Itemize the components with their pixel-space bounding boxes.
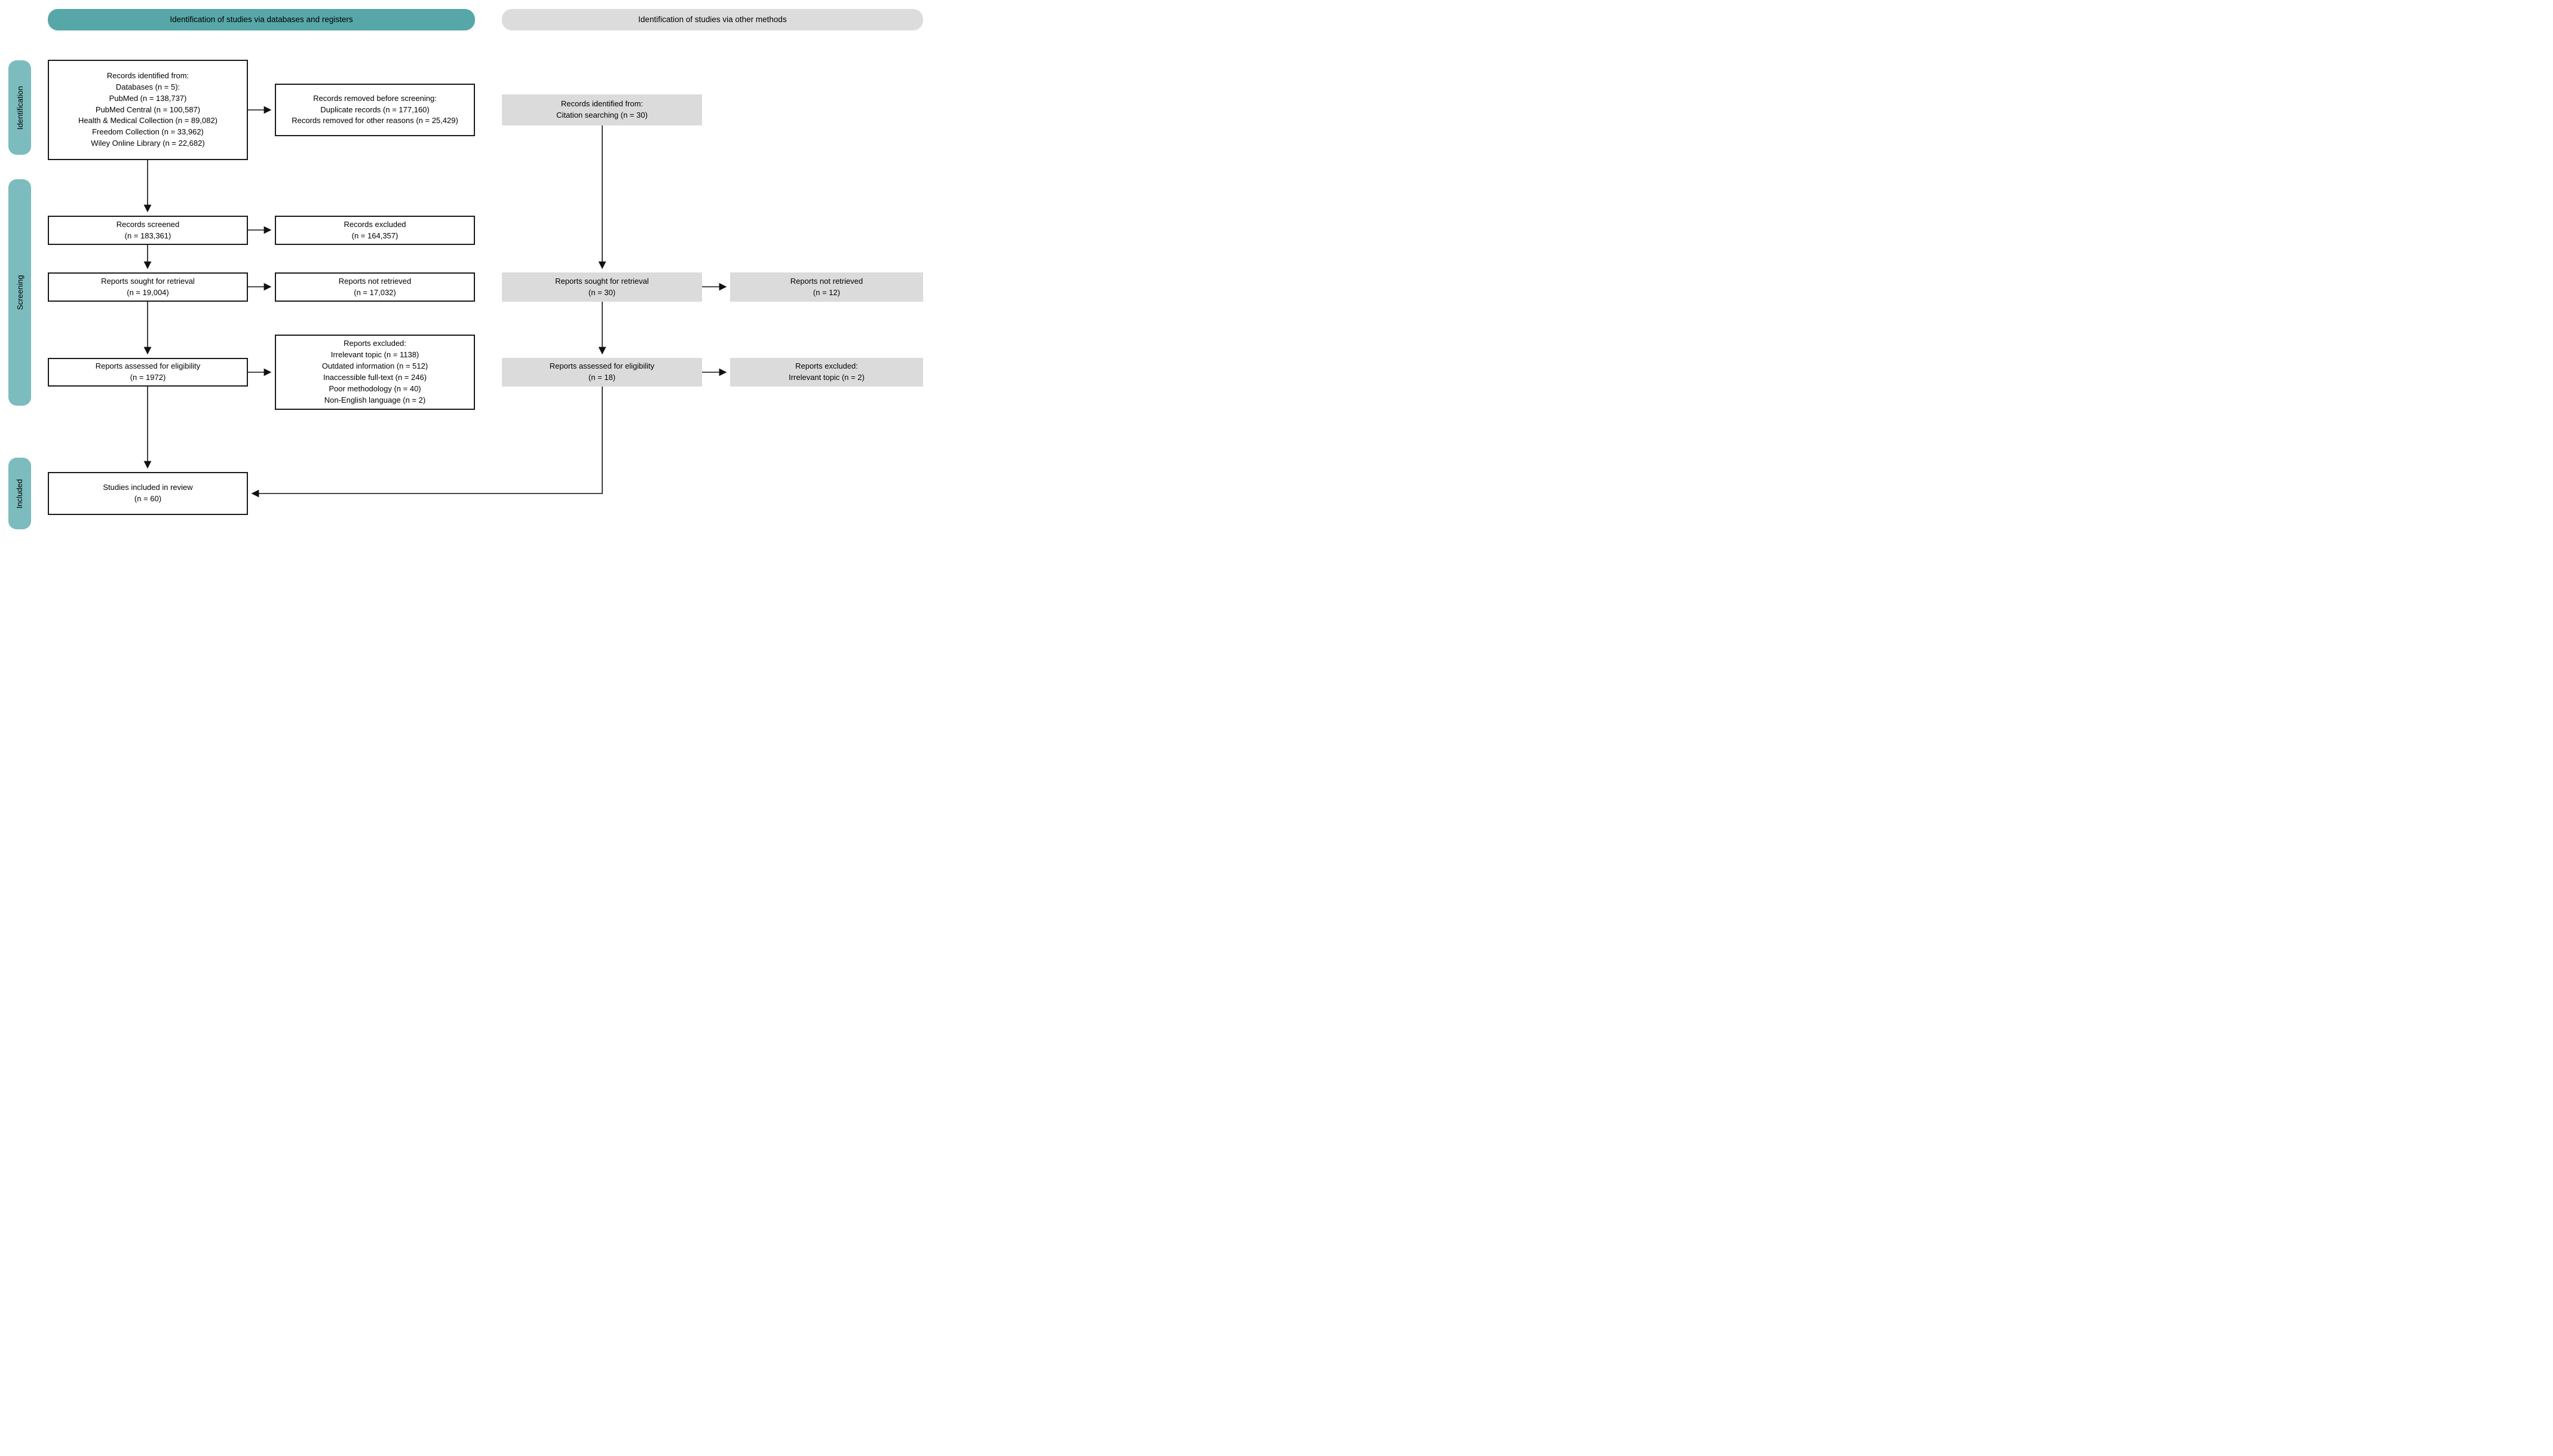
banner-databases-registers: Identification of studies via databases … bbox=[48, 9, 475, 30]
box-text-line: Duplicate records (n = 177,160) bbox=[320, 105, 430, 114]
box-text-line: Irrelevant topic (n = 2) bbox=[789, 373, 865, 382]
box-records-removed: Records removed before screening: Duplic… bbox=[275, 84, 475, 136]
box-text-line: Records excluded bbox=[344, 219, 406, 229]
box-text-line: (n = 1972) bbox=[130, 373, 166, 382]
stage-screening: Screening bbox=[8, 179, 31, 406]
box-text-line: (n = 12) bbox=[813, 287, 841, 297]
box-text-line: Irrelevant topic (n = 1138) bbox=[330, 350, 419, 360]
box-text-line: Reports not retrieved bbox=[790, 276, 863, 286]
box-citation-identified: Records identified from: Citation search… bbox=[502, 94, 702, 125]
box-text-line: Reports assessed for eligibility bbox=[95, 361, 201, 371]
box-text-line: Databases (n = 5): bbox=[115, 82, 180, 91]
stage-label: Screening bbox=[15, 275, 24, 310]
box-text-line: Health & Medical Collection (n = 89,082) bbox=[78, 116, 218, 125]
banner-label: Identification of studies via databases … bbox=[170, 14, 353, 24]
box-records-screened: Records screened (n = 183,361) bbox=[48, 216, 248, 245]
box-text-line: Reports sought for retrieval bbox=[555, 276, 649, 286]
box-text-line: PubMed Central (n = 100,587) bbox=[95, 105, 201, 114]
box-text-line: Poor methodology (n = 40) bbox=[329, 384, 421, 393]
box-reports-assessed-databases: Reports assessed for eligibility (n = 19… bbox=[48, 358, 248, 387]
box-text-line: (n = 17,032) bbox=[354, 287, 396, 297]
box-reports-not-retrieved-other: Reports not retrieved (n = 12) bbox=[730, 272, 923, 302]
box-text-line: (n = 18) bbox=[588, 373, 616, 382]
box-text-line: Reports excluded: bbox=[795, 361, 858, 371]
box-text-line: Records identified from: bbox=[106, 71, 189, 81]
stage-label: Included bbox=[15, 479, 24, 508]
box-text-line: (n = 183,361) bbox=[124, 231, 171, 240]
box-text-line: Studies included in review bbox=[103, 483, 193, 492]
box-studies-included: Studies included in review (n = 60) bbox=[48, 472, 248, 515]
banner-other-methods: Identification of studies via other meth… bbox=[502, 9, 923, 30]
box-text-line: Inaccessible full-text (n = 246) bbox=[323, 373, 427, 382]
box-reports-assessed-other: Reports assessed for eligibility (n = 18… bbox=[502, 358, 702, 387]
box-text-line: Records screened bbox=[116, 219, 180, 229]
box-text-line: (n = 60) bbox=[134, 494, 162, 503]
box-text-line: (n = 19,004) bbox=[127, 287, 169, 297]
box-reports-excluded-databases: Reports excluded: Irrelevant topic (n = … bbox=[275, 335, 475, 410]
box-text-line: Wiley Online Library (n = 22,682) bbox=[91, 139, 205, 148]
box-text-line: Reports sought for retrieval bbox=[101, 276, 195, 286]
box-text-line: (n = 164,357) bbox=[351, 231, 399, 240]
box-reports-sought-other: Reports sought for retrieval (n = 30) bbox=[502, 272, 702, 302]
box-text-line: Reports excluded: bbox=[344, 339, 406, 348]
box-reports-excluded-other: Reports excluded: Irrelevant topic (n = … bbox=[730, 358, 923, 387]
stage-identification: Identification bbox=[8, 60, 31, 155]
prisma-flow-diagram: Identification of studies via databases … bbox=[0, 0, 937, 534]
box-text-line: Outdated information (n = 512) bbox=[321, 361, 428, 371]
box-reports-not-retrieved-databases: Reports not retrieved (n = 17,032) bbox=[275, 272, 475, 302]
box-text-line: Non-English language (n = 2) bbox=[324, 395, 426, 404]
box-text-line: Citation searching (n = 30) bbox=[556, 111, 648, 119]
box-text-line: Freedom Collection (n = 33,962) bbox=[92, 127, 204, 137]
banner-label: Identification of studies via other meth… bbox=[638, 14, 787, 24]
box-text-line: Records identified from: bbox=[560, 99, 643, 109]
box-records-identified-databases: Records identified from: Databases (n = … bbox=[48, 60, 248, 160]
box-reports-sought-databases: Reports sought for retrieval (n = 19,004… bbox=[48, 272, 248, 302]
stage-included: Included bbox=[8, 458, 31, 529]
box-text-line: (n = 30) bbox=[588, 287, 616, 297]
box-text-line: Records removed before screening: bbox=[313, 93, 437, 103]
box-text-line: Records removed for other reasons (n = 2… bbox=[292, 116, 458, 125]
box-text-line: Reports assessed for eligibility bbox=[549, 361, 655, 371]
box-text-line: Reports not retrieved bbox=[338, 276, 412, 286]
stage-label: Identification bbox=[15, 85, 24, 130]
box-records-excluded: Records excluded (n = 164,357) bbox=[275, 216, 475, 245]
box-text-line: PubMed (n = 138,737) bbox=[109, 93, 187, 103]
